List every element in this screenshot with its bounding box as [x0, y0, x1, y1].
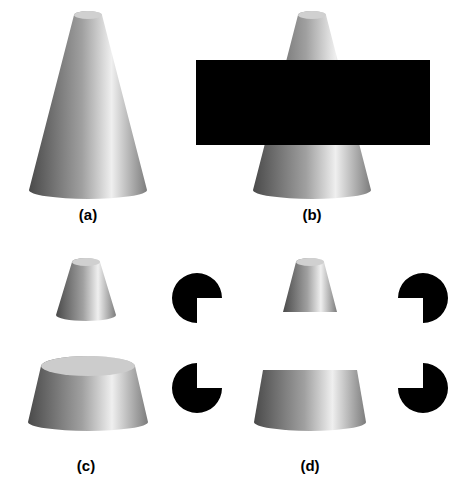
frustum-top	[41, 356, 135, 376]
frustum-top	[72, 258, 100, 266]
upper-frustum	[283, 258, 337, 312]
pacman-inducer	[172, 273, 222, 323]
pacman-inducer	[398, 363, 448, 413]
frustum-top	[296, 258, 324, 266]
pacman-inducer	[172, 363, 222, 413]
cone	[29, 11, 147, 199]
panel-label: (d)	[300, 457, 319, 474]
cone-top	[74, 11, 102, 19]
upper-frustum	[56, 258, 116, 321]
panel-label: (b)	[302, 206, 321, 223]
lower-frustum	[28, 356, 148, 431]
panel-label: (a)	[79, 206, 97, 223]
lower-frustum	[254, 370, 366, 431]
cone-top	[298, 11, 326, 19]
pacman-inducer	[398, 273, 448, 323]
panel-label: (c)	[77, 457, 95, 474]
occluder-rectangle	[196, 60, 430, 145]
